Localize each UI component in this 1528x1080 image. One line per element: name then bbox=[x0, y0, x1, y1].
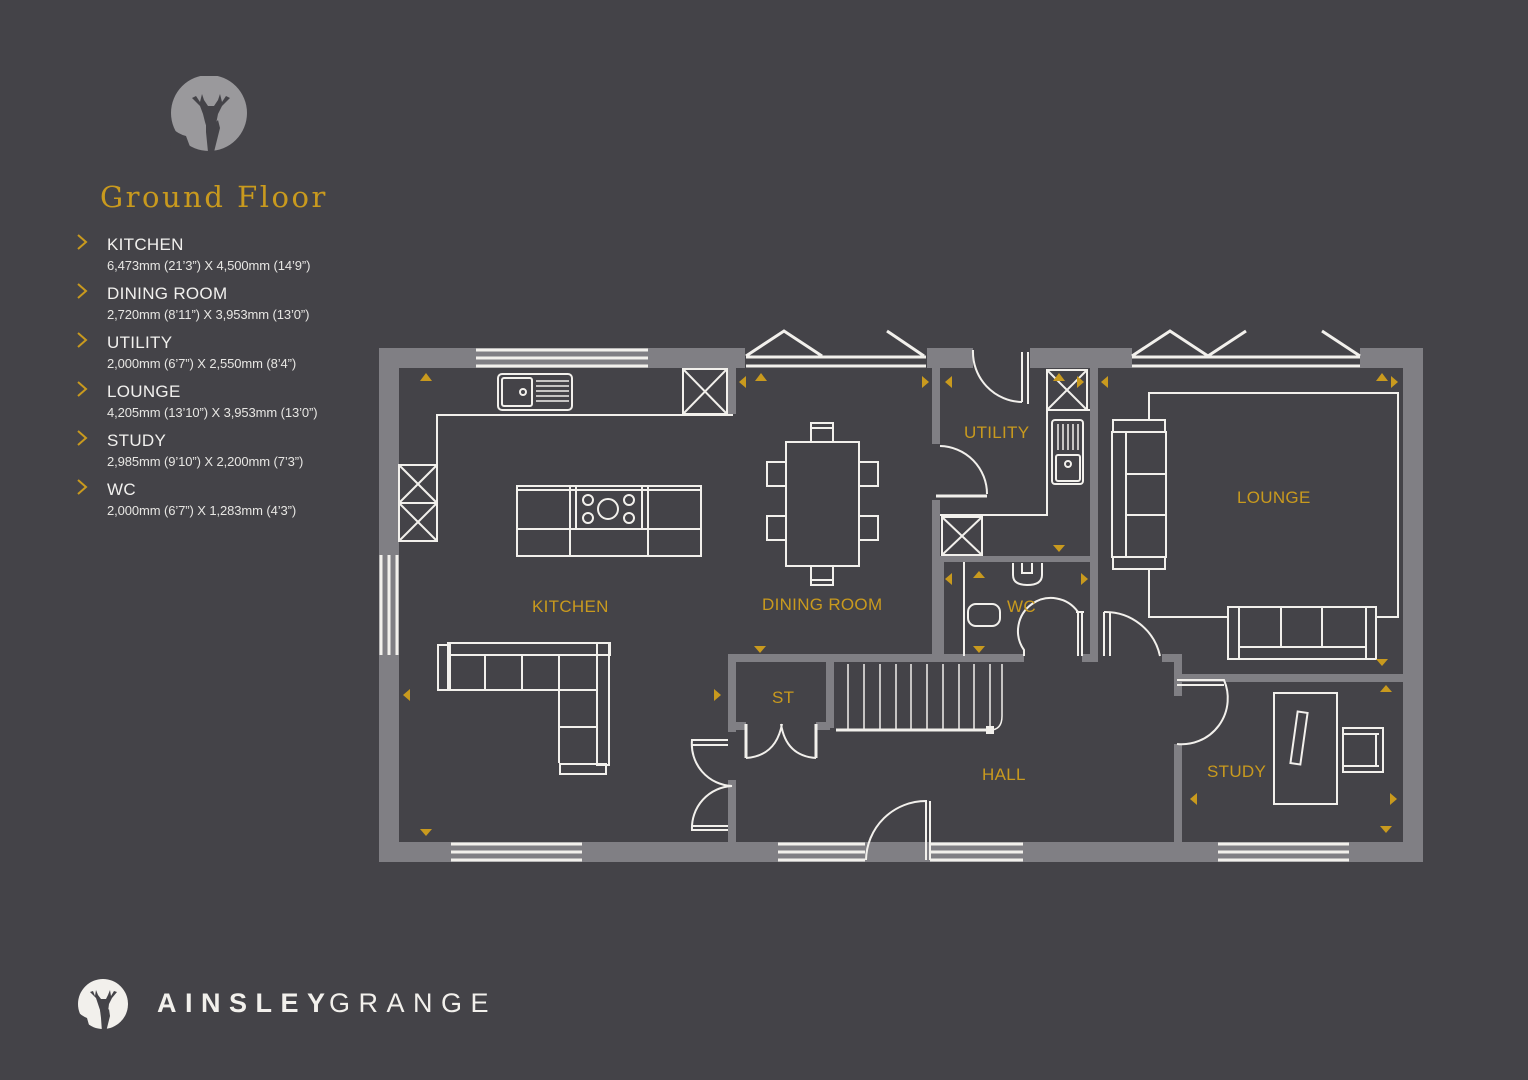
room-name: LOUNGE bbox=[107, 382, 181, 401]
room-dims: 2,000mm (6’7”) X 2,550mm (8’4”) bbox=[107, 356, 297, 371]
room-dims: 2,000mm (6’7”) X 1,283mm (4’3”) bbox=[107, 503, 297, 518]
room-item-utility: UTILITY 2,000mm (6’7”) X 2,550mm (8’4”) bbox=[76, 331, 376, 380]
fixtures bbox=[379, 329, 1399, 862]
walls bbox=[379, 348, 1423, 862]
plan-label-wc: WC bbox=[1007, 597, 1036, 616]
chevron-right-icon bbox=[77, 332, 88, 348]
plan-label-dining-room: DINING ROOM bbox=[762, 595, 883, 614]
chevron-right-icon bbox=[77, 381, 88, 397]
brand-logo: AINSLEY GRANGE bbox=[77, 978, 517, 1032]
room-dims: 6,473mm (21’3”) X 4,500mm (14’9”) bbox=[107, 258, 311, 273]
brand-name-bold: AINSLEY bbox=[157, 988, 334, 1018]
plan-label-lounge: LOUNGE bbox=[1237, 488, 1311, 507]
plan-label-study: STUDY bbox=[1207, 762, 1267, 781]
stag-head-icon bbox=[77, 979, 128, 1032]
room-name: WC bbox=[107, 480, 136, 499]
room-item-dining-room: DINING ROOM 2,720mm (8’11”) X 3,953mm (1… bbox=[76, 282, 376, 331]
room-list: KITCHEN 6,473mm (21’3”) X 4,500mm (14’9”… bbox=[76, 233, 376, 527]
electrical-markers bbox=[403, 373, 1398, 836]
chevron-right-icon bbox=[77, 479, 88, 495]
room-dims: 2,720mm (8’11”) X 3,953mm (13’0”) bbox=[107, 307, 310, 322]
room-item-lounge: LOUNGE 4,205mm (13’10”) X 3,953mm (13’0”… bbox=[76, 380, 376, 429]
room-name: DINING ROOM bbox=[107, 284, 228, 303]
floor-title: Ground Floor bbox=[100, 180, 328, 214]
room-name: UTILITY bbox=[107, 333, 173, 352]
room-dims: 2,985mm (9’10”) X 2,200mm (7’3”) bbox=[107, 454, 304, 469]
brand-name-light: GRANGE bbox=[329, 988, 498, 1018]
plan-label-hall: HALL bbox=[982, 765, 1026, 784]
chevron-right-icon bbox=[77, 430, 88, 446]
room-name: STUDY bbox=[107, 431, 167, 450]
room-item-study: STUDY 2,985mm (9’10”) X 2,200mm (7’3”) bbox=[76, 429, 376, 478]
plan-label-utility: UTILITY bbox=[964, 423, 1030, 442]
chevron-right-icon bbox=[77, 234, 88, 250]
room-item-kitchen: KITCHEN 6,473mm (21’3”) X 4,500mm (14’9”… bbox=[76, 233, 376, 282]
plan-label-store: ST bbox=[772, 688, 795, 707]
plan-label-kitchen: KITCHEN bbox=[532, 597, 609, 616]
chevron-right-icon bbox=[77, 283, 88, 299]
room-dims: 4,205mm (13’10”) X 3,953mm (13’0”) bbox=[107, 405, 318, 420]
room-name: KITCHEN bbox=[107, 235, 184, 254]
stag-head-icon bbox=[170, 75, 250, 152]
room-item-wc: WC 2,000mm (6’7”) X 1,283mm (4’3”) bbox=[76, 478, 376, 527]
